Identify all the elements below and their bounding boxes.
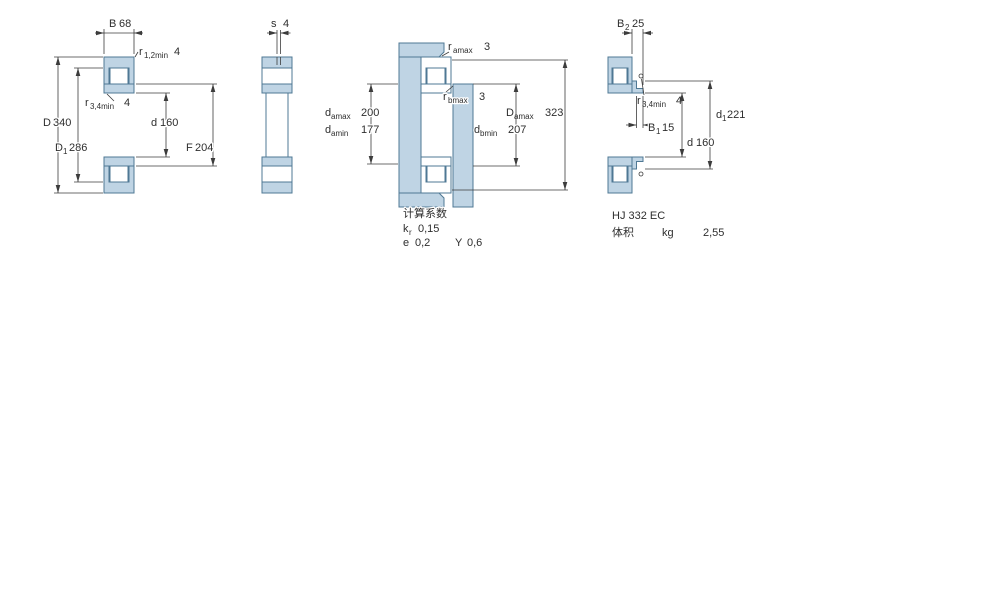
value-rbmax: 3 bbox=[479, 91, 485, 103]
label-D1: D bbox=[55, 142, 63, 154]
label-damax: d bbox=[325, 107, 331, 119]
hj-roller-top bbox=[612, 67, 628, 85]
hj-designation: HJ 332 EC bbox=[612, 210, 665, 222]
label-d: d bbox=[151, 117, 157, 129]
leader-ramax bbox=[441, 51, 450, 57]
value-Damax: 323 bbox=[545, 107, 563, 119]
housing-shoulder-top bbox=[398, 42, 445, 58]
side-inner-band-top bbox=[261, 83, 293, 94]
inner-ring-top bbox=[103, 83, 135, 94]
value-s: 4 bbox=[283, 18, 289, 30]
mount-inner-ring-bottom bbox=[420, 156, 452, 167]
label-d1: d bbox=[716, 109, 722, 121]
hj-inner-ring-bottom bbox=[607, 156, 633, 167]
label-Y: Y bbox=[455, 237, 463, 249]
leader-r34 bbox=[106, 93, 115, 102]
label-kr: k bbox=[403, 223, 409, 235]
label-rbmax-sub: bmax bbox=[448, 96, 468, 105]
side-roller-zone-bottom bbox=[261, 165, 293, 183]
value-D: 340 bbox=[53, 117, 71, 129]
label-dbmin-sub: bmin bbox=[480, 129, 497, 138]
value-hj-r34: 4 bbox=[676, 95, 682, 107]
mount-inner-ring-top bbox=[420, 83, 452, 94]
inner-ring-bottom bbox=[103, 156, 135, 167]
figure-mounting-dimensions: r amax 3 r bmax 3 d amax 200 d amin 177 … bbox=[324, 40, 568, 250]
hj-roller-bottom bbox=[612, 165, 628, 183]
figure-hj-angle-ring: B 2 25 r 3,4min 4 B 1 15 d 1 221 d 160 H… bbox=[607, 17, 747, 240]
label-D: D bbox=[43, 117, 51, 129]
value-F: 204 bbox=[195, 142, 213, 154]
mount-roller-top bbox=[426, 67, 446, 85]
label-B2-sub: 2 bbox=[625, 23, 630, 32]
value-r12: 4 bbox=[174, 46, 180, 58]
figure-bearing-cross-section: B 68 r 1,2min 4 r 3,4min 4 D 340 D 1 286… bbox=[42, 17, 217, 194]
value-B: 68 bbox=[119, 18, 131, 30]
label-r34-sub: 3,4min bbox=[90, 102, 114, 111]
label-B1: B bbox=[648, 122, 655, 134]
label-dbmin: d bbox=[474, 124, 480, 136]
value-kr: 0,15 bbox=[418, 223, 439, 235]
side-outer-band-bottom bbox=[261, 181, 293, 194]
value-e: 0,2 bbox=[415, 237, 430, 249]
roller-top bbox=[109, 67, 129, 85]
leader-hj-r34 bbox=[641, 78, 645, 96]
hj-mass-unit: kg bbox=[662, 227, 674, 239]
radius-annotation-top bbox=[638, 73, 644, 79]
label-d1-sub: 1 bbox=[722, 114, 727, 123]
value-dbmin: 207 bbox=[508, 124, 526, 136]
hj-ring-top bbox=[631, 80, 644, 94]
label-hj-r34: r bbox=[637, 95, 641, 107]
label-r12: r bbox=[139, 46, 143, 58]
value-D1: 286 bbox=[69, 142, 87, 154]
value-r34: 4 bbox=[124, 97, 130, 109]
label-ramax: r bbox=[448, 41, 452, 53]
hj-inner-ring-top bbox=[607, 83, 633, 94]
value-d: 160 bbox=[160, 117, 178, 129]
figure-side-view: s 4 bbox=[261, 17, 293, 194]
label-B2: B bbox=[617, 18, 624, 30]
hj-ring-bottom bbox=[631, 156, 644, 170]
value-B1: 15 bbox=[662, 122, 674, 134]
side-inner-band-bottom bbox=[261, 156, 293, 167]
label-rbmax: r bbox=[443, 91, 447, 103]
value-damin: 177 bbox=[361, 124, 379, 136]
label-s: s bbox=[271, 18, 277, 30]
label-F: F bbox=[186, 142, 193, 154]
label-D1-sub: 1 bbox=[63, 147, 68, 156]
right-shoulder-column bbox=[452, 83, 474, 208]
value-B2: 25 bbox=[632, 18, 644, 30]
label-r12-sub: 1,2min bbox=[144, 51, 168, 60]
hj-mass-value: 2,55 bbox=[703, 227, 724, 239]
label-ramax-sub: amax bbox=[453, 46, 473, 55]
side-roller-zone-top bbox=[261, 67, 293, 85]
value-damax: 200 bbox=[361, 107, 379, 119]
value-hj-d: 160 bbox=[696, 137, 714, 149]
label-r34: r bbox=[85, 97, 89, 109]
calc-factors-title: 计算系数 bbox=[403, 206, 447, 220]
radius-annotation-bottom bbox=[638, 171, 644, 177]
label-hj-r34-sub: 3,4min bbox=[642, 100, 666, 109]
label-kr-sub: r bbox=[409, 228, 412, 237]
housing-shoulder-bottom bbox=[398, 192, 445, 208]
label-damin: d bbox=[325, 124, 331, 136]
leader-r12 bbox=[134, 51, 139, 58]
label-hj-d: d bbox=[687, 137, 693, 149]
label-damin-sub: amin bbox=[331, 129, 348, 138]
roller-bottom bbox=[109, 165, 129, 183]
leader-rbmax bbox=[445, 85, 454, 93]
label-B1-sub: 1 bbox=[656, 127, 661, 136]
side-bore-zone bbox=[265, 92, 289, 158]
label-e: e bbox=[403, 237, 409, 249]
label-Damax-sub: amax bbox=[514, 112, 534, 121]
left-shoulder-column bbox=[398, 42, 422, 208]
mount-roller-bottom bbox=[426, 165, 446, 183]
value-ramax: 3 bbox=[484, 41, 490, 53]
label-B: B bbox=[109, 18, 116, 30]
label-damax-sub: amax bbox=[331, 112, 351, 121]
value-Y: 0,6 bbox=[467, 237, 482, 249]
label-Damax: D bbox=[506, 107, 514, 119]
value-d1: 221 bbox=[727, 109, 745, 121]
hj-mass-label: 体积 bbox=[612, 225, 634, 239]
